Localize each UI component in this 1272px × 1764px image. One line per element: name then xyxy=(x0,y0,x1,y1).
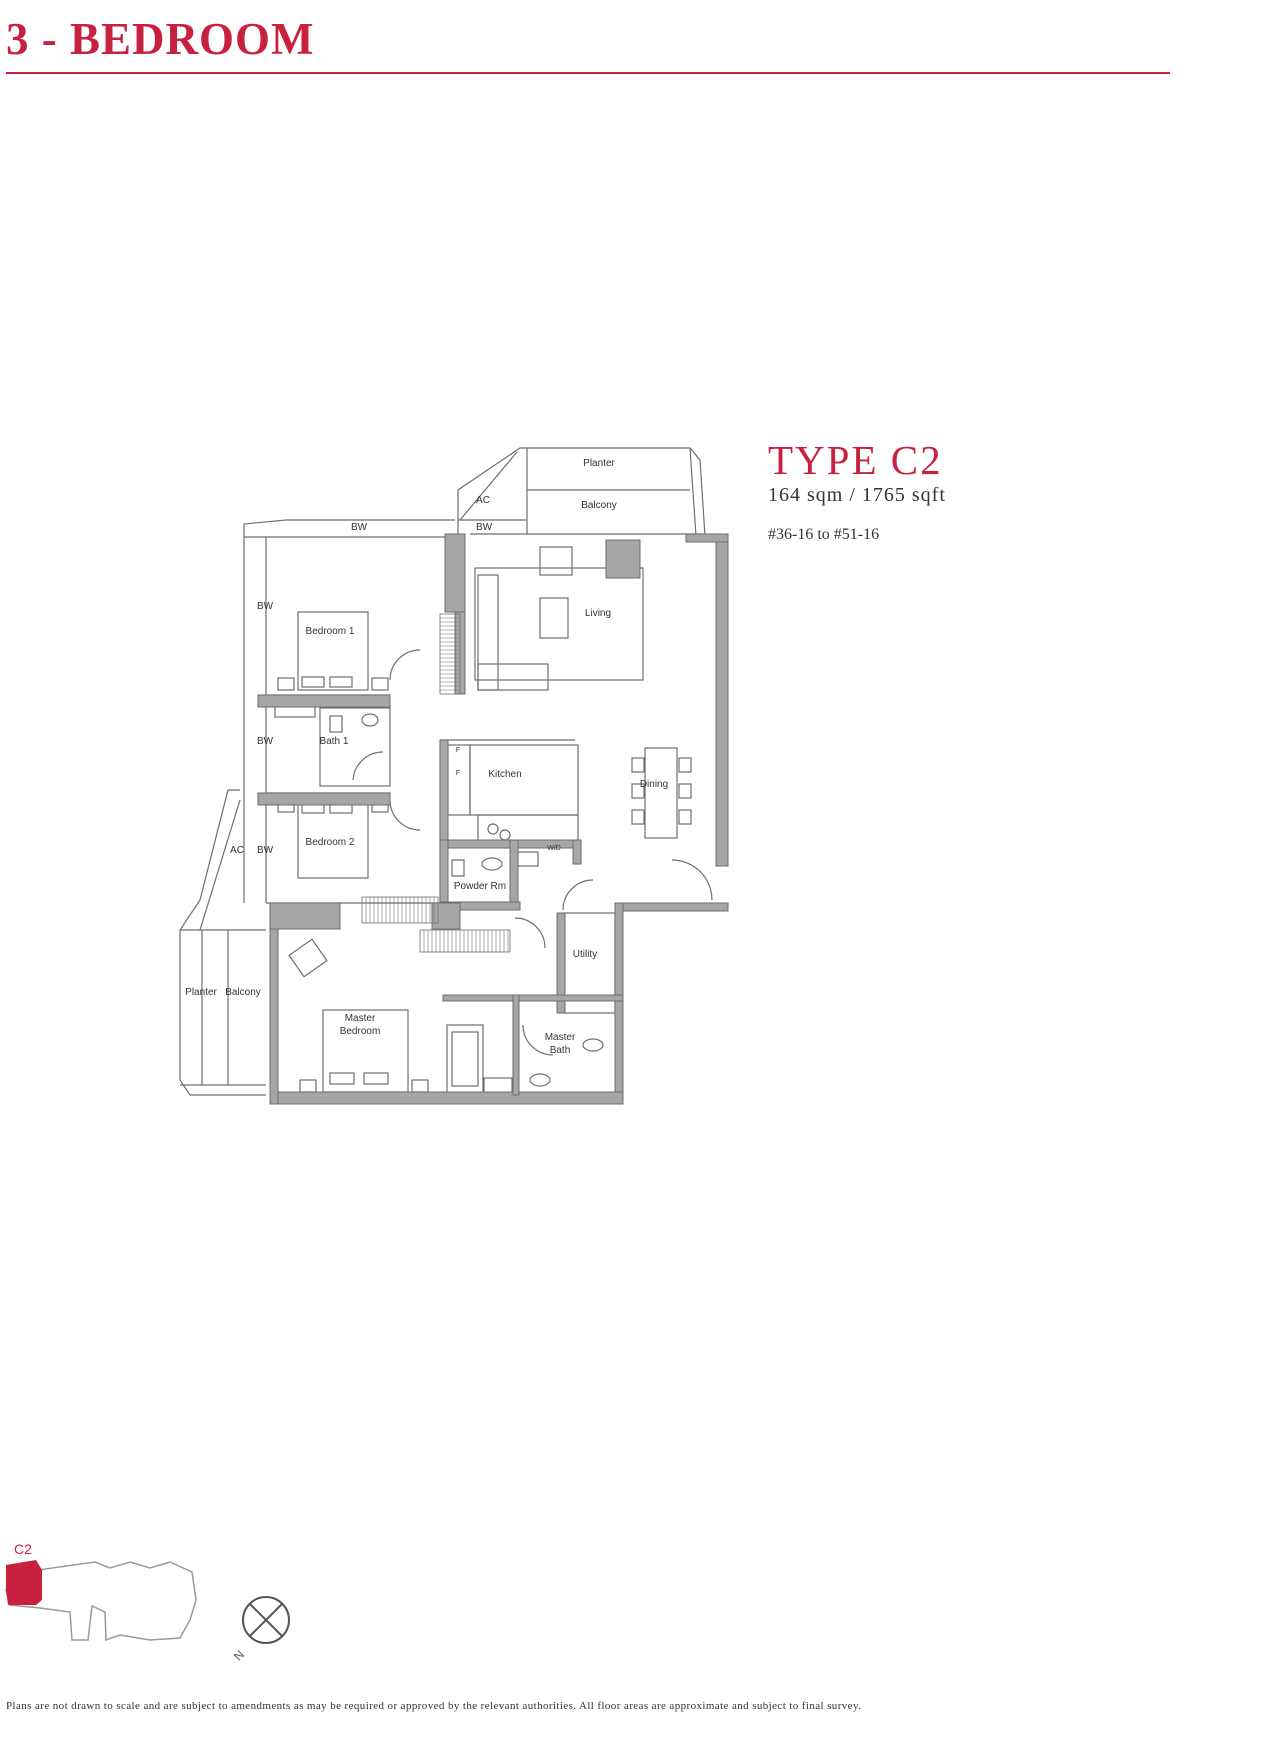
wall-core-bedroom1 xyxy=(444,533,466,613)
label-bedroom2: Bedroom 2 xyxy=(306,837,355,848)
north-label: N xyxy=(231,1647,247,1663)
wardrobe-master xyxy=(419,929,511,953)
bedroom1-bed xyxy=(297,611,369,691)
label-master-bath-1: Master xyxy=(545,1032,576,1043)
left-balcony-outline xyxy=(179,789,266,1096)
armchair xyxy=(539,546,573,576)
north-arrow: N xyxy=(231,1596,290,1663)
label-fridge-2: F xyxy=(456,770,460,777)
label-fridge-1: F xyxy=(456,747,460,754)
sofa xyxy=(477,574,499,691)
label-bedroom1: Bedroom 1 xyxy=(306,626,355,637)
label-bw-side-1: BW xyxy=(257,601,274,612)
door-arc-bath1 xyxy=(352,751,384,781)
powder-room-fixtures xyxy=(451,859,465,877)
door-arc-bedroom2 xyxy=(389,799,421,831)
door-arc-entry xyxy=(671,859,713,901)
label-master-bath-2: Bath xyxy=(550,1045,571,1056)
label-bw-top-mid: BW xyxy=(476,522,493,533)
bath1-room xyxy=(319,707,391,787)
wall-master-south xyxy=(269,1091,624,1105)
door-arc-master xyxy=(514,917,546,949)
label-bw-side-2: BW xyxy=(257,736,274,747)
kitchen-counter xyxy=(469,744,579,816)
unit-area: 164 sqm / 1765 sqft xyxy=(768,484,946,506)
top-balcony-outline xyxy=(457,447,706,537)
label-utility: Utility xyxy=(573,949,597,960)
disclaimer: Plans are not drawn to scale and are sub… xyxy=(6,1700,862,1712)
label-master-bedroom-2: Bedroom xyxy=(340,1026,381,1037)
wall-powder xyxy=(439,839,449,909)
wall-living-east xyxy=(715,533,729,867)
unit-numbers: #36-16 to #51-16 xyxy=(768,526,880,543)
label-balcony-top: Balcony xyxy=(581,500,617,511)
compass-icon xyxy=(242,1596,290,1644)
key-plan: C2 xyxy=(5,1541,197,1642)
label-dining: Dining xyxy=(640,779,668,790)
dining-table xyxy=(644,747,678,839)
living-rug xyxy=(474,567,644,681)
label-ac-side: AC xyxy=(230,845,244,856)
label-planter-top: Planter xyxy=(583,458,615,469)
key-plan-label: C2 xyxy=(14,1541,32,1557)
label-planter-side: Planter xyxy=(185,987,217,998)
label-balcony-side: Balcony xyxy=(225,987,261,998)
wall-kitchen-west xyxy=(439,739,449,845)
label-master-bedroom-1: Master xyxy=(345,1013,376,1024)
door-arc-bedroom1 xyxy=(389,649,421,681)
master-armchair xyxy=(288,938,328,978)
label-ac-top: AC xyxy=(476,495,490,506)
wall-tv xyxy=(605,539,641,579)
header-divider xyxy=(6,72,1170,74)
door-arc-utility xyxy=(562,879,594,911)
unit-type-title: TYPE C2 xyxy=(768,437,943,483)
label-kitchen: Kitchen xyxy=(488,769,521,780)
label-powder-rm: Powder Rm xyxy=(454,881,506,892)
label-wd: W/D xyxy=(547,845,561,852)
door-arc-master-bath xyxy=(522,1024,554,1056)
top-bw-strip xyxy=(243,519,455,537)
wardrobe-bedroom2 xyxy=(361,896,439,924)
key-plan-outline xyxy=(5,1561,197,1642)
label-bw-side-3: BW xyxy=(257,845,274,856)
label-bw-top-left: BW xyxy=(351,522,368,533)
key-plan-unit-highlight xyxy=(6,1560,42,1605)
page-title: 3 - BEDROOM xyxy=(6,14,315,64)
label-bath1: Bath 1 xyxy=(320,736,349,747)
wall-south-entry xyxy=(614,902,729,912)
label-living: Living xyxy=(585,608,611,619)
